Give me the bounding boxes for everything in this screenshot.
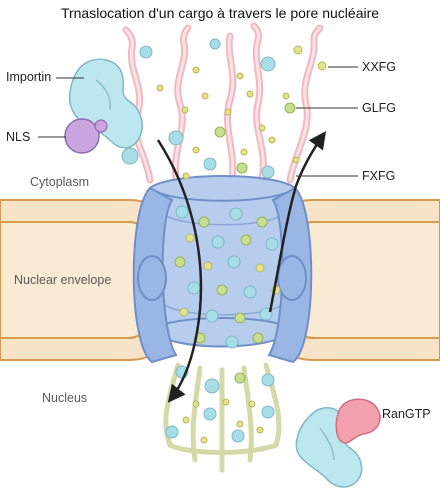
transport-arrows xyxy=(156,131,327,403)
leader-lines xyxy=(38,66,358,177)
importin-shape xyxy=(68,58,143,149)
nls-label: NLS xyxy=(6,130,31,144)
cytoplasm-label: Cytoplasm xyxy=(30,175,90,189)
export-arrow xyxy=(268,131,327,313)
nuclear-particles xyxy=(165,365,275,444)
xxfg-label: XXFG xyxy=(362,60,397,74)
importin-cargo xyxy=(64,58,143,165)
cytoplasmic-particles xyxy=(139,38,327,180)
nuclear-pore-complex xyxy=(132,175,313,364)
rangtp-label: RanGTP xyxy=(382,407,431,421)
glfg-label: GLFG xyxy=(362,101,397,115)
fxfg-label: FXFG xyxy=(362,169,396,183)
nuclear-envelope-label: Nuclear envelope xyxy=(14,273,112,287)
nls-cargo xyxy=(64,118,100,154)
rangtp-shape xyxy=(335,398,381,444)
rangtp-complex xyxy=(295,398,381,488)
importin-label: Importin xyxy=(6,70,52,84)
import-arrow xyxy=(156,139,203,403)
diagram-title: Trnaslocation d'un cargo à travers le po… xyxy=(60,5,380,21)
nucleus-label: Nucleus xyxy=(42,391,88,405)
